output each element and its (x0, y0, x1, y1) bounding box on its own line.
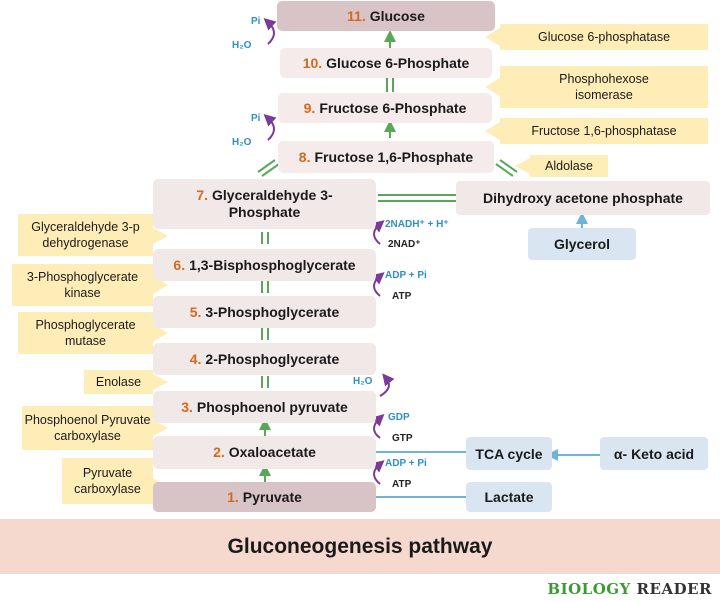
step-label: Pyruvate (242, 488, 302, 505)
enzyme-fructose-1-6-phosphatase: Fructose 1,6-phosphatase (500, 118, 708, 144)
enzyme-aldolase: Aldolase (530, 155, 608, 177)
glycerol-box: Glycerol (528, 228, 636, 260)
cofactor-arrows (263, 17, 395, 485)
cofactor-pi-2: Pi (251, 113, 261, 124)
tca-cycle-box: TCA cycle (466, 437, 552, 470)
cofactor-adp-pi-1: ADP + Pi (385, 270, 427, 281)
step-number: 3. (181, 398, 193, 415)
enzyme-pep-carboxylase: Phosphoenol Pyruvate carboxylase (22, 406, 153, 450)
step-number: 10. (302, 54, 323, 71)
step-glyceraldehyde-3-phosphate: 7.Glyceraldehyde 3-Phosphate (153, 179, 376, 229)
step-phosphoenol-pyruvate: 3.Phosphoenol pyruvate (153, 391, 376, 423)
step-label: Phosphoenol pyruvate (196, 398, 348, 415)
step-label: Oxaloacetate (228, 444, 316, 460)
cofactor-gdp: GDP (388, 412, 410, 423)
enzyme-phosphoglycerate-kinase: 3-Phosphoglycerate kinase (12, 264, 153, 306)
enzyme-phosphohexose-isomerase: Phosphohexose isomerase (500, 66, 708, 108)
step-label: Fructose 6-Phosphate (319, 99, 467, 116)
brand-part1: BIOLOGY (547, 580, 631, 598)
step-number: 4. (189, 350, 202, 367)
step-number: 7. (196, 187, 209, 203)
cofactor-atp-1: ATP (392, 291, 412, 302)
side-connectors (374, 449, 600, 498)
enzyme-pointers-right (485, 28, 530, 174)
step-fructose-1-6-phosphate: 8.Fructose 1,6-Phosphate (278, 141, 494, 173)
step-3-phosphoglycerate: 5.3-Phosphoglycerate (153, 296, 376, 328)
cofactor-pi-1: Pi (251, 16, 261, 27)
step-2-phosphoglycerate: 4.2-Phosphoglycerate (153, 343, 376, 375)
enzyme-phosphoglycerate-mutase: Phosphoglycerate mutase (18, 312, 153, 354)
cofactor-atp-2: ATP (392, 479, 412, 490)
step-number: 8. (298, 148, 311, 165)
step-label: Glyceraldehyde 3-Phosphate (212, 187, 333, 220)
cofactor-nad: 2NAD⁺ (388, 239, 421, 250)
step-label: Fructose 1,6-Phosphate (314, 148, 474, 165)
flow-arrows (257, 30, 518, 482)
brand-logo: BIOLOGY READER (547, 580, 712, 598)
step-pyruvate: 1.Pyruvate (153, 482, 376, 512)
step-number: 9. (303, 99, 316, 116)
step-label: 1,3-Bisphosphoglycerate (189, 256, 356, 273)
step-glucose: 11.Glucose (277, 1, 495, 31)
step-label: Glucose (369, 7, 425, 24)
step-oxaloacetate: 2.Oxaloacetate (153, 436, 376, 469)
cofactor-gtp: GTP (392, 433, 413, 444)
enzyme-glucose-6-phosphatase: Glucose 6-phosphatase (500, 24, 708, 50)
cofactor-adp-pi-2: ADP + Pi (385, 458, 427, 469)
step-label: Glucose 6-Phosphate (326, 54, 470, 71)
step-1-3-bisphosphoglycerate: 6.1,3-Bisphosphoglycerate (153, 249, 376, 281)
cofactor-h2o-2: H₂O (232, 137, 252, 148)
cofactor-h2o-3: H₂O (353, 376, 373, 387)
step-label: 2-Phosphoglycerate (205, 350, 340, 367)
brand-part2: READER (636, 580, 712, 598)
enzyme-enolase: Enolase (84, 370, 153, 394)
step-number: 2. (213, 444, 225, 460)
step-label: 3-Phosphoglycerate (205, 303, 340, 320)
enzyme-g3p-dehydrogenase: Glyceraldehyde 3-p dehydrogenase (18, 214, 153, 256)
dhap-box: Dihydroxy acetone phosphate (456, 181, 710, 215)
step-number: 11. (347, 7, 366, 24)
step-number: 5. (189, 303, 202, 320)
diagram-title: Gluconeogenesis pathway (0, 519, 720, 574)
step-number: 6. (173, 256, 186, 273)
enzyme-pyruvate-carboxylase: Pyruvate carboxylase (62, 458, 153, 504)
cofactor-h2o-1: H₂O (232, 40, 252, 51)
lactate-box: Lactate (466, 482, 552, 512)
step-glucose-6-phosphate: 10.Glucose 6-Phosphate (280, 48, 492, 78)
step-fructose-6-phosphate: 9.Fructose 6-Phosphate (278, 93, 492, 123)
step-number: 1. (227, 488, 239, 505)
cofactor-nadh: 2NADH⁺ + H⁺ (385, 219, 449, 230)
alpha-keto-acid-box: α- Keto acid (600, 437, 708, 470)
